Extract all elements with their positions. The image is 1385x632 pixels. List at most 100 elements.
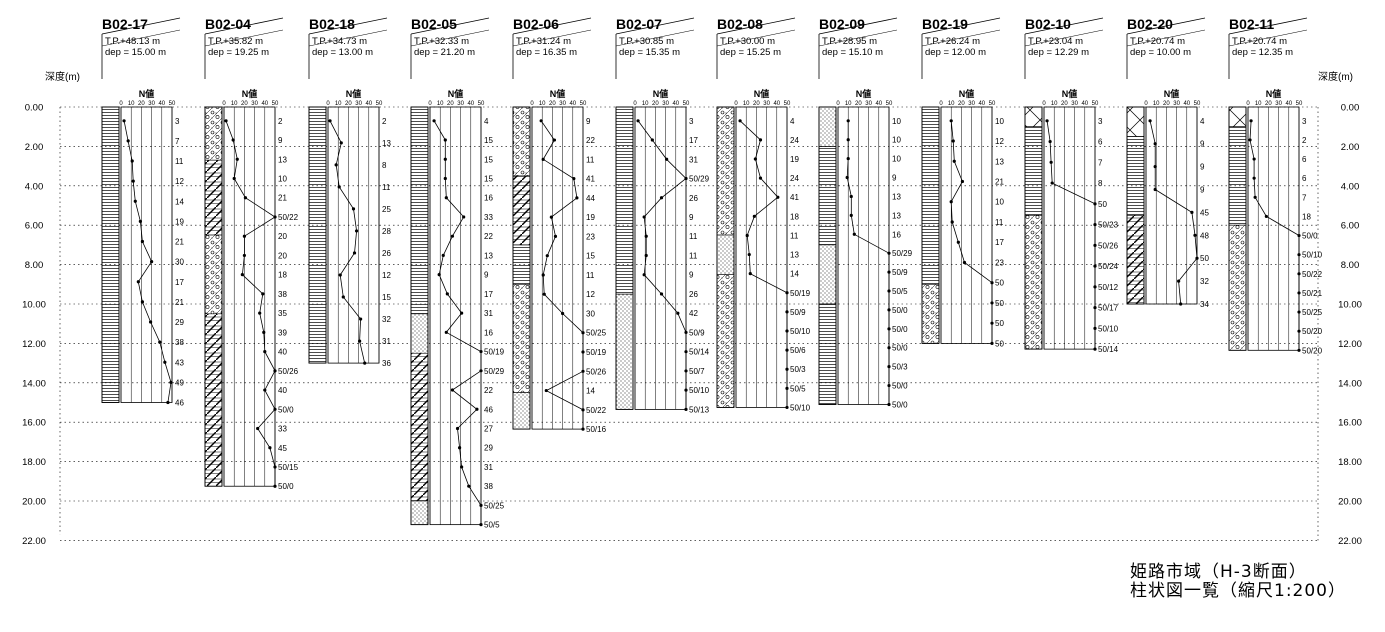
drawing-title-line-1: 姫路市域（H-3断面）: [1130, 562, 1307, 582]
n-value-header: N値: [653, 88, 669, 99]
n-value-label: 26: [382, 249, 391, 258]
n-value-label: 19: [586, 213, 595, 222]
borehole-id: B02-05: [411, 16, 457, 32]
n-value-label: 26: [689, 194, 698, 203]
n-value-frame: [1145, 106, 1198, 305]
n-scale-tick: 10: [539, 101, 546, 107]
soil-log-column: [1126, 106, 1145, 305]
borehole-depth-label: dep = 19.25 m: [208, 47, 269, 58]
soil-layer-horiz: [818, 303, 837, 405]
soil-layer-gravel: [716, 274, 735, 408]
n-value-label: 39: [278, 328, 287, 337]
n-scale-tick: 10: [128, 101, 135, 107]
n-value-label: 10: [995, 117, 1004, 126]
n-value-label: 7: [1098, 158, 1103, 167]
n-value-label: 13: [278, 155, 287, 164]
n-value-label: 50/0: [892, 325, 908, 334]
n-value-label: 11: [790, 231, 799, 240]
n-value-label: 11: [175, 157, 184, 166]
header-flag-line: [410, 29, 490, 47]
soil-layer-dots: [410, 500, 429, 525]
n-value-label: 24: [790, 136, 799, 145]
borehole-elevation: T.P.+28.95 m: [822, 36, 877, 47]
n-value-label: 49: [175, 378, 184, 387]
depth-tick-right: 4.00: [1341, 181, 1360, 192]
borehole-id: B02-04: [205, 16, 251, 32]
header-flag-line: [308, 29, 388, 47]
n-value-label: 50: [995, 299, 1004, 308]
depth-tick-right: 12.00: [1338, 339, 1362, 350]
n-value-header: N値: [856, 88, 872, 99]
n-value-label: 50/22: [1302, 270, 1323, 279]
n-value-label: 9: [1200, 185, 1205, 194]
n-value-label: 50/20: [1302, 346, 1323, 355]
n-value-label: 9: [484, 271, 489, 280]
n-value-label: 17: [175, 278, 184, 287]
n-value-line: [846, 120, 890, 405]
n-value-label: 30: [175, 258, 184, 267]
n-value-label: 13: [382, 139, 391, 148]
n-value-label: 18: [278, 271, 287, 280]
n-scale-tick: 40: [365, 101, 372, 107]
soil-layer-horiz: [1228, 126, 1247, 226]
n-value-label: 50/9: [790, 308, 806, 317]
n-value-label: 40: [278, 386, 287, 395]
n-value-label: 21: [278, 194, 287, 203]
n-value-header: N値: [959, 88, 975, 99]
n-value-label: 44: [586, 194, 595, 203]
n-value-label: 50/10: [689, 386, 710, 395]
n-value-point: [479, 523, 483, 527]
n-value-label: 9: [1200, 140, 1205, 149]
header-flag-line: [204, 17, 284, 35]
header-flag-line: [1228, 17, 1308, 35]
n-scale-tick: 0: [530, 101, 534, 107]
borehole-id: B02-06: [513, 16, 559, 32]
n-scale-tick: 20: [138, 101, 145, 107]
n-value-label: 50/0: [278, 482, 294, 491]
n-scale-tick: 40: [875, 101, 882, 107]
n-value-label: 20: [278, 251, 287, 260]
soil-log-column: [308, 106, 327, 364]
n-value-point: [273, 484, 277, 488]
depth-tick-right: 10.00: [1338, 300, 1362, 311]
n-value-label: 50/0: [892, 306, 908, 315]
n-value-label: 17: [689, 136, 698, 145]
header-flag-line: [615, 17, 695, 35]
n-value-label: 13: [484, 251, 493, 260]
drawing-title-block: 姫路市域（H-3断面） 柱状図一覧（縮尺1:200）: [1130, 563, 1346, 601]
n-scale-tick: 10: [1255, 101, 1262, 107]
n-value-point: [785, 405, 789, 410]
n-scale-tick: 30: [865, 101, 872, 107]
borehole-depth-label: dep = 12.29 m: [1028, 47, 1089, 58]
n-scale-tick: 10: [335, 101, 342, 107]
n-value-label: 50: [995, 319, 1004, 328]
n-scale-tick: 30: [763, 101, 770, 107]
n-value-label: 13: [892, 211, 901, 220]
n-value-label: 50/14: [1098, 345, 1119, 354]
n-value-label: 11: [689, 251, 698, 260]
n-value-header: N値: [1266, 88, 1282, 99]
n-value-label: 14: [586, 387, 595, 396]
n-value-label: 28: [382, 227, 391, 236]
n-value-label: 10: [278, 174, 287, 183]
n-value-label: 50/26: [1098, 241, 1119, 250]
soil-log-column: [1228, 106, 1247, 351]
borehole-depth-label: dep = 13.00 m: [312, 47, 373, 58]
depth-tick-right: 6.00: [1341, 221, 1360, 232]
soil-layer-diag: [1126, 215, 1145, 305]
n-value-header: N値: [550, 88, 566, 99]
borehole-elevation: T.P.+20.74 m: [1130, 36, 1185, 47]
soil-layer-cross: [1228, 106, 1247, 128]
depth-tick-right: 22.00: [1338, 536, 1362, 547]
n-value-label: 14: [790, 270, 799, 279]
n-value-label: 13: [892, 192, 901, 201]
n-value-point: [1148, 119, 1152, 123]
n-scale-tick: 30: [148, 101, 155, 107]
n-value-label: 50/5: [892, 287, 908, 296]
n-value-label: 50: [995, 279, 1004, 288]
n-value-label: 15: [484, 136, 493, 145]
